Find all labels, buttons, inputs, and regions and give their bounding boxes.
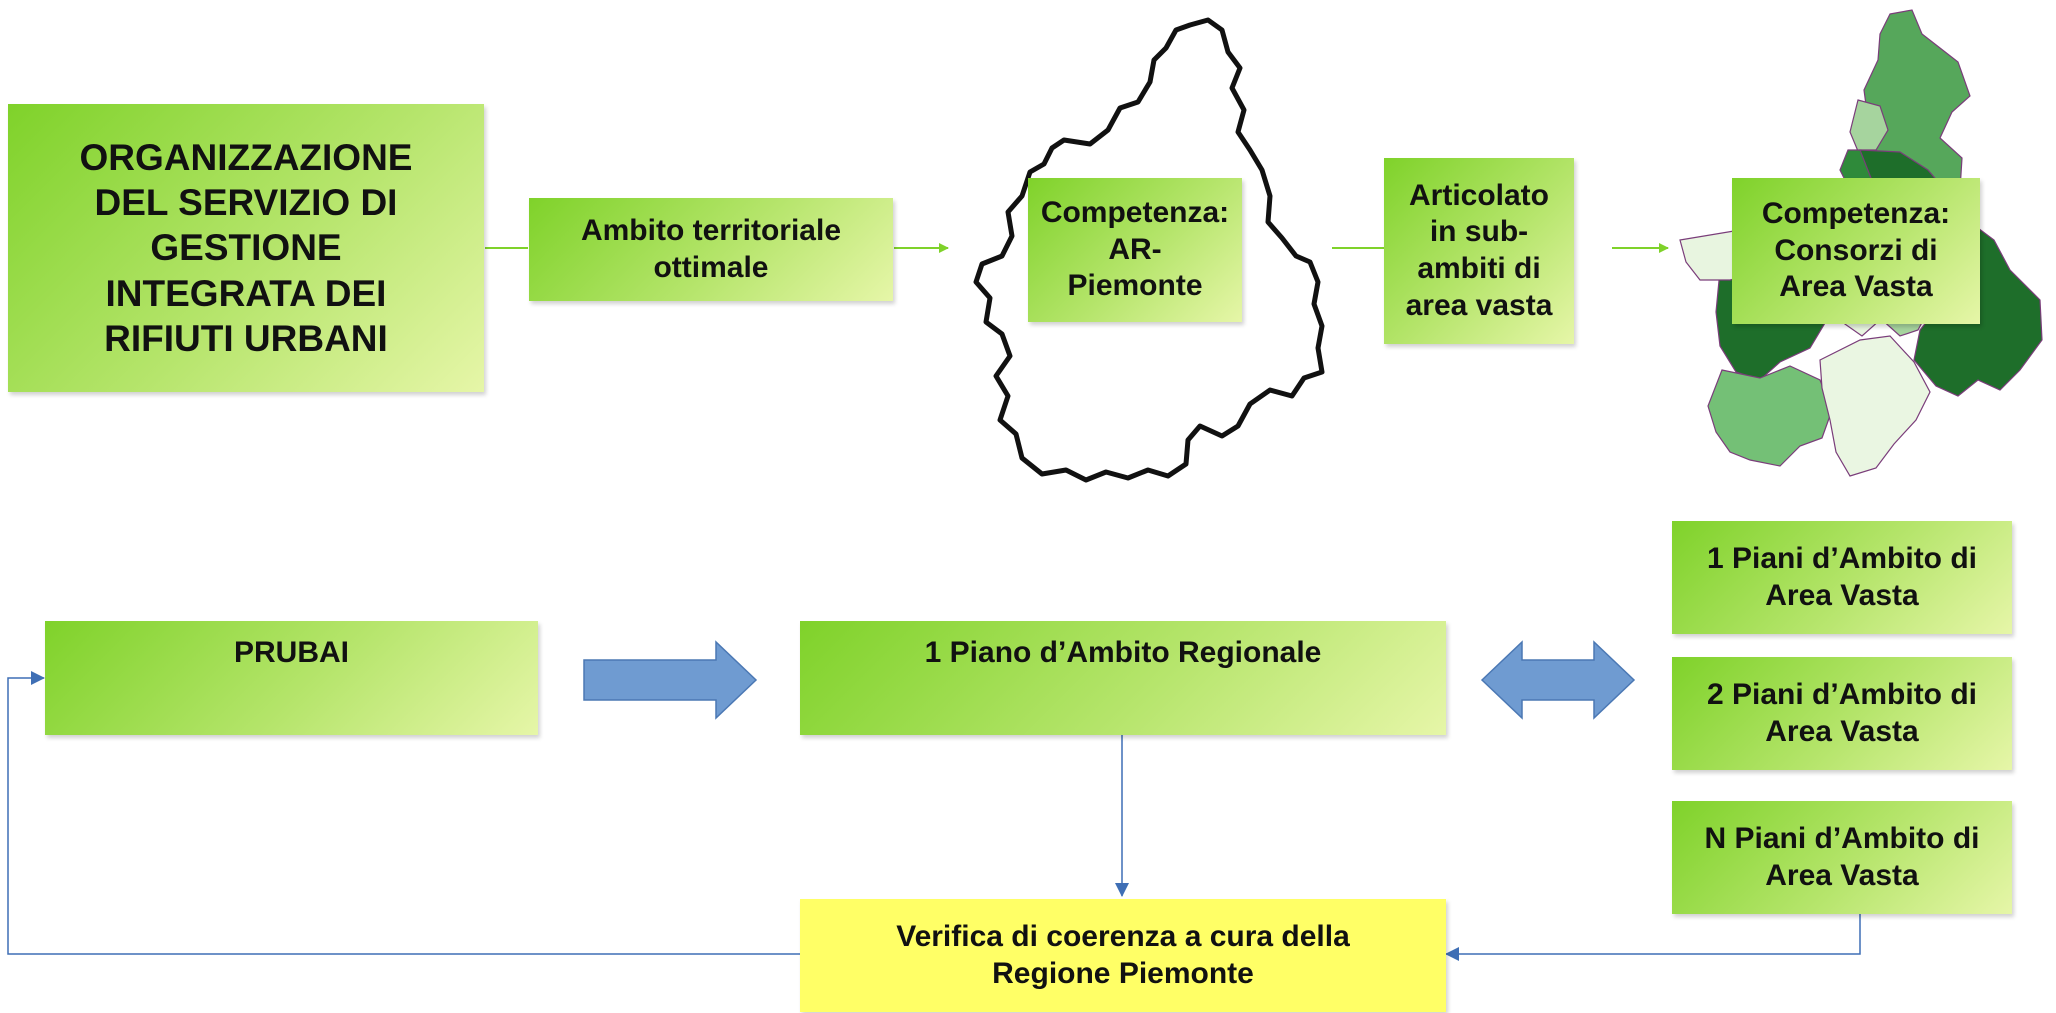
competenza-ar-box: Competenza: AR- Piemonte bbox=[1028, 178, 1242, 322]
piani-area-vasta-2-box: 2 Piani d’Ambito di Area Vasta bbox=[1672, 657, 2012, 770]
piani-area-vasta-n-box: N Piani d’Ambito di Area Vasta bbox=[1672, 801, 2012, 914]
double-block-arrow bbox=[1480, 640, 1636, 720]
articolato-box: Articolato in sub- ambiti di area vasta bbox=[1384, 158, 1574, 344]
piani-area-vasta-1-box: 1 Piani d’Ambito di Area Vasta bbox=[1672, 521, 2012, 634]
competenza-consorzi-box: Competenza: Consorzi di Area Vasta bbox=[1732, 178, 1980, 324]
piemonte-outline-map bbox=[973, 17, 1325, 483]
piano-regionale-box: 1 Piano d’Ambito Regionale bbox=[800, 621, 1446, 735]
verifica-coerenza-box: Verifica di coerenza a cura della Region… bbox=[800, 899, 1446, 1012]
right-block-arrow bbox=[583, 640, 758, 720]
ambito-territoriale-box: Ambito territoriale ottimale bbox=[529, 198, 893, 301]
blue-connectors bbox=[7, 671, 1861, 961]
prubai-box: PRUBAI bbox=[45, 621, 538, 735]
blue-block-arrows bbox=[583, 640, 1636, 720]
organizzazione-box: ORGANIZZAZIONE DEL SERVIZIO DI GESTIONE … bbox=[8, 104, 484, 392]
